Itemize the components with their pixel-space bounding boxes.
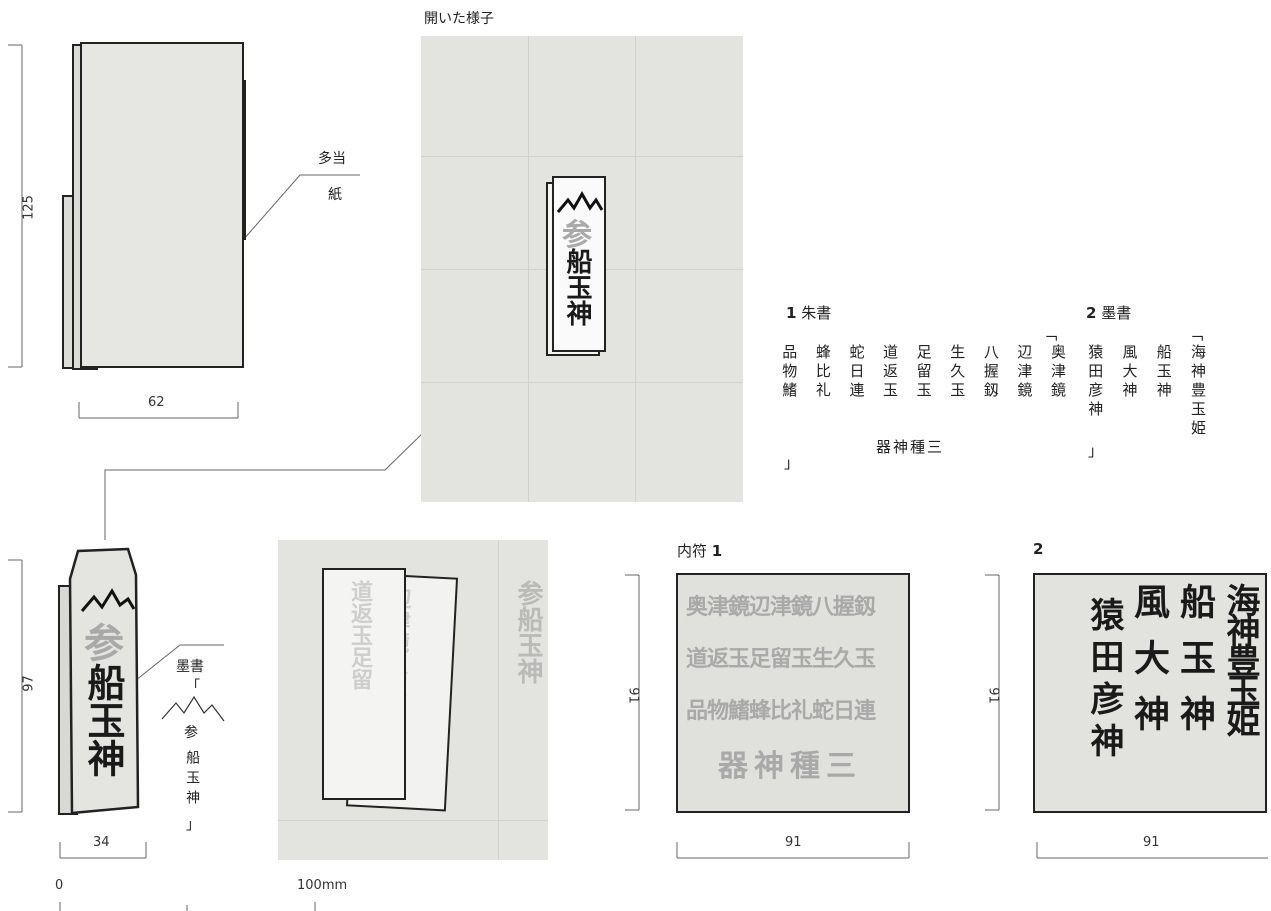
opened-charm: 参 船玉神: [546, 176, 606, 356]
section1-open-bracket: 「: [1040, 326, 1059, 345]
tatogami-label-bottom: 紙: [328, 187, 342, 203]
section1-close-bracket: 」: [784, 454, 800, 472]
inner2-col: 風大神: [1128, 583, 1170, 751]
opened-caption: 開いた様子: [424, 11, 494, 27]
section2-col: 海神豊玉姫: [1189, 344, 1207, 439]
section1-title: 1 朱書: [786, 304, 832, 322]
mountain-icon: [80, 588, 136, 612]
section2-col: 風大神: [1120, 344, 1139, 401]
section1-col: 道返玉: [881, 344, 900, 401]
section1-col: 品物鰭: [780, 344, 799, 401]
inner2-height-label: 91: [985, 687, 1001, 704]
inner1-line: 三種神器: [718, 749, 862, 784]
section1-bottom-line: 三種神器: [876, 438, 945, 456]
inner1-line: 奥津鏡辺津鏡八握釼: [686, 594, 876, 620]
annotation-open-bracket: 「: [186, 679, 200, 695]
small-charm: 参 船玉神: [58, 545, 148, 817]
annotation-text: 船玉神: [184, 750, 201, 810]
scale-hundred: 100mm: [297, 878, 348, 893]
section2-col: 猿田彦神: [1086, 344, 1105, 420]
inner1-height-label: 91: [625, 687, 641, 704]
inner2-paper: 海神豊玉姫 船玉神 風大神 猿田彦神: [1033, 573, 1267, 813]
inner-charm-front: 道返玉足留: [322, 568, 406, 800]
section2-col: 船玉神: [1154, 344, 1173, 401]
inner2-width-label: 91: [1143, 835, 1160, 850]
folded-height-label: 125: [21, 195, 37, 220]
inner2-col: 海神豊玉姫: [1220, 583, 1260, 733]
inner2-col: 猿田彦神: [1084, 597, 1124, 765]
small-charm-outline: [68, 547, 140, 815]
inner1-width-label: 91: [785, 835, 802, 850]
section1-col: 辺津鏡: [1015, 344, 1034, 401]
mountain-icon: [161, 695, 225, 722]
opened-charm-main: 船玉神: [562, 248, 592, 326]
inner1-line: 道返玉足留玉生久玉: [686, 646, 876, 672]
mountain-icon: [556, 190, 604, 213]
section2-close-bracket: 」: [1088, 442, 1104, 460]
section2-columns: 海神豊玉姫 船玉神 風大神 猿田彦神: [1086, 344, 1207, 464]
bokusho-label: 墨書: [176, 659, 204, 675]
section2-title: 2 墨書: [1086, 304, 1132, 322]
section1-col: 八握釼: [981, 344, 1000, 401]
inner2-col: 船玉神: [1174, 583, 1216, 751]
inner2-caption: 2: [1033, 540, 1044, 558]
annotation-close-bracket: 」: [186, 817, 200, 833]
section1-col: 奥津鏡: [1049, 344, 1067, 401]
small-charm-main: 船玉神: [81, 663, 126, 777]
section2-open-bracket: 「: [1186, 326, 1205, 345]
scale-zero: 0: [55, 878, 64, 893]
small-charm-san: 参: [84, 620, 124, 667]
section1-columns: 奥津鏡 辺津鏡 八握釼 生久玉 足留玉 道返玉 蛇日連 蜂比礼 品物鰭: [780, 344, 1067, 414]
inner1-line: 品物鰭蜂比礼蛇日連: [686, 698, 876, 724]
folded-width-label: 62: [148, 395, 165, 410]
charm-height-label: 97: [21, 675, 37, 692]
inner1-paper: 奥津鏡辺津鏡八握釼 道返玉足留玉生久玉 品物鰭蜂比礼蛇日連 三種神器: [676, 573, 910, 813]
inner1-caption: 内符 1: [677, 542, 723, 560]
section1-col: 蜂比礼: [813, 344, 832, 401]
annotation-san: 参: [184, 725, 198, 741]
section1-col: 足留玉: [914, 344, 933, 401]
opened-charm-san: 参: [562, 218, 592, 253]
section1-col: 生久玉: [948, 344, 967, 401]
folded-tatogami: [60, 40, 250, 370]
tatogami-label-top: 多当: [318, 151, 346, 167]
section1-col: 蛇日連: [847, 344, 866, 401]
charm-width-label: 34: [93, 835, 110, 850]
